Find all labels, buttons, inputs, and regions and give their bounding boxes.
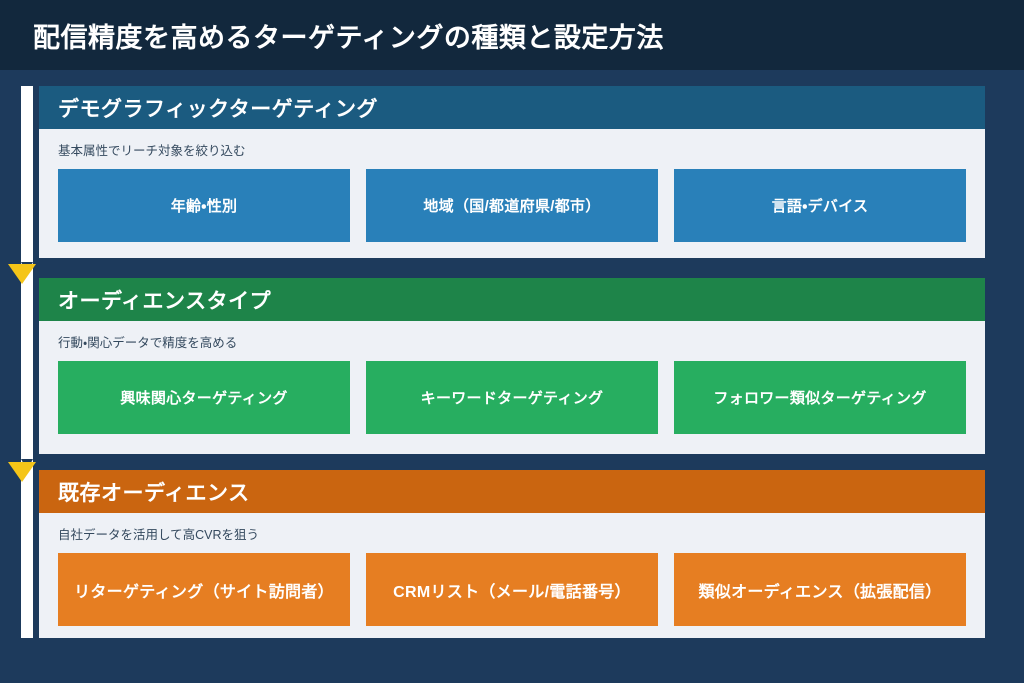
section-item-chip[interactable]: フォロワー類似ターゲティング [674, 361, 966, 434]
section-item-row-existing-audience: リターゲティング（サイト訪問者） CRMリスト（メール/電話番号） 類似オーディ… [39, 543, 985, 626]
section-card-demographic: デモグラフィックターゲティング 基本属性でリーチ対象を絞り込む 年齢・性別 地域… [39, 86, 985, 258]
section-item-chip[interactable]: キーワードターゲティング [366, 361, 658, 434]
section-title: 既存オーディエンス [58, 481, 250, 505]
flow-rail [21, 86, 33, 638]
section-subtitle: 行動・関心データで精度を高める [58, 336, 238, 350]
section-card-audience-type: オーディエンスタイプ 行動・関心データで精度を高める 興味関心ターゲティング キ… [39, 278, 985, 454]
section-header-audience-type: オーディエンスタイプ [39, 278, 985, 321]
section-item-chip[interactable]: 年齢・性別 [58, 169, 350, 242]
section-title: デモグラフィックターゲティング [58, 97, 378, 121]
section-item-chip[interactable]: 類似オーディエンス（拡張配信） [674, 553, 966, 626]
section-card-existing-audience: 既存オーディエンス 自社データを活用して高CVRを狙う リターゲティング（サイト… [39, 470, 985, 638]
section-subtitle: 基本属性でリーチ対象を絞り込む [58, 144, 246, 158]
flow-arrow-down-icon-1 [8, 264, 36, 284]
section-subtitle: 自社データを活用して高CVRを狙う [58, 528, 260, 542]
section-item-row-audience-type: 興味関心ターゲティング キーワードターゲティング フォロワー類似ターゲティング [39, 351, 985, 434]
flow-arrow-down-icon-2 [8, 462, 36, 482]
page-title: 配信精度を高めるターゲティングの種類と設定方法 [33, 22, 664, 53]
title-bar: 配信精度を高めるターゲティングの種類と設定方法 [0, 0, 1024, 70]
section-item-chip[interactable]: リターゲティング（サイト訪問者） [58, 553, 350, 626]
section-header-demographic: デモグラフィックターゲティング [39, 86, 985, 129]
section-item-chip[interactable]: 言語・デバイス [674, 169, 966, 242]
section-item-chip[interactable]: 地域（国/都道府県/都市） [366, 169, 658, 242]
section-header-existing-audience: 既存オーディエンス [39, 470, 985, 513]
section-item-chip[interactable]: 興味関心ターゲティング [58, 361, 350, 434]
section-title: オーディエンスタイプ [58, 289, 272, 313]
section-item-row-demographic: 年齢・性別 地域（国/都道府県/都市） 言語・デバイス [39, 159, 985, 242]
section-item-chip[interactable]: CRMリスト（メール/電話番号） [366, 553, 658, 626]
